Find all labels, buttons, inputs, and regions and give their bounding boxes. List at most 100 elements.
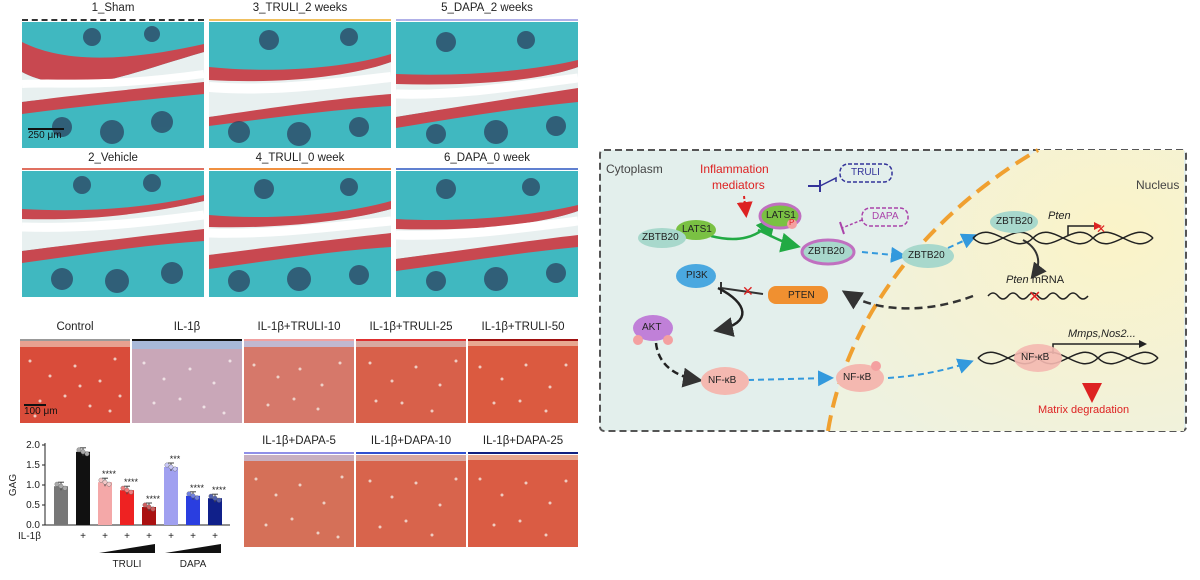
il1b-mark: + [190, 531, 196, 542]
data-point [84, 451, 90, 457]
truli-box [839, 163, 893, 183]
data-point [208, 493, 214, 499]
y-tick-label: 1.0 [26, 480, 40, 491]
zbtb20-label-3: ZBTB20 [908, 250, 945, 261]
data-point [80, 449, 86, 455]
arrow-pi3k-akt [713, 286, 744, 337]
data-point [216, 497, 222, 503]
akt-label: AKT [642, 322, 662, 333]
cartilage-label-dapa5: IL-1β+DAPA-5 [262, 435, 336, 447]
svg-text:✕: ✕ [1096, 222, 1106, 236]
arrow-to-zbtb20 [757, 228, 801, 253]
data-point [98, 477, 104, 483]
scale-bar-histology: 250 μm [28, 128, 64, 141]
lats1-p-label: LATS1 [766, 210, 796, 221]
cartilage-line [132, 339, 242, 341]
group-label-truli: TRULI [113, 559, 142, 570]
panel-line-3 [209, 19, 391, 21]
y-tick-label: 0.5 [26, 500, 40, 511]
cartilage-label-control: Control [56, 321, 94, 333]
joint-image-dapa-2w [396, 22, 578, 148]
nfkb-node-2 [836, 364, 884, 392]
cartilage-image-truli10 [244, 341, 354, 423]
il1b-mark: + [102, 531, 108, 542]
gag-chart-svg: 0.00.51.01.52.0GAG+****+****+****+***+**… [8, 440, 230, 570]
data-point [76, 447, 82, 453]
significance-label: **** [190, 483, 205, 493]
zbtb20-label-2: ZBTB20 [808, 246, 845, 257]
data-point [142, 502, 148, 508]
zbtb20-node-3 [902, 244, 954, 268]
il1b-mark: + [146, 531, 152, 542]
panel-line-1 [22, 19, 204, 21]
joint-image-truli-2w [209, 22, 391, 148]
zbtb20-node-4 [990, 211, 1038, 233]
data-point [212, 495, 218, 501]
arrow-nfkb-nucleus [747, 370, 834, 387]
pten-label: PTEN [788, 290, 815, 301]
cartilage-line [356, 452, 466, 454]
pten-node [768, 286, 828, 304]
cartilage-label-truli50: IL-1β+TRULI-50 [481, 321, 565, 333]
lats1-label: LATS1 [682, 224, 712, 235]
phospho-marker [787, 219, 797, 229]
cartilage-line [244, 339, 354, 341]
il1b-mark: + [80, 531, 86, 542]
panel-label-1: 1_Sham [91, 2, 135, 14]
il1b-mark: + [168, 531, 174, 542]
dose-triangle-truli [99, 544, 155, 553]
nfkb-label-2: NF-κB [843, 372, 872, 383]
akt-node [633, 315, 673, 341]
cartilage-image-control [20, 341, 130, 423]
data-point [54, 481, 60, 487]
bar [98, 482, 112, 525]
data-point [186, 491, 192, 497]
joint-image-vehicle [22, 171, 204, 297]
y-axis-label: GAG [8, 474, 19, 496]
svg-text:✕: ✕ [1028, 289, 1041, 306]
pathway-diagram: ✕ ✕ ✕ [598, 148, 1188, 433]
bar [120, 490, 134, 525]
mmps-label: Mmps,Nos2... [1068, 328, 1136, 340]
bar [164, 467, 178, 525]
pten-gene-label: Pten [1048, 210, 1071, 222]
data-point [58, 483, 64, 489]
panel-line-2 [22, 168, 204, 170]
cartilage-line [468, 339, 578, 341]
p-label: P [789, 218, 795, 227]
arrow-zbtb20-nucleus [861, 246, 907, 263]
cartilage-label-dapa25: IL-1β+DAPA-25 [482, 435, 564, 447]
inflammation-label: Inflammation [700, 162, 769, 176]
cartilage-line [468, 452, 578, 454]
nfkb-label-3: NF-κB [1021, 352, 1050, 363]
cartilage-label-il1b: IL-1β [173, 321, 201, 333]
truli-inhibit [819, 176, 837, 187]
zbtb20-label-4: ZBTB20 [996, 216, 1033, 227]
pathway-svg: ✕ ✕ ✕ [599, 148, 1187, 432]
cartilage-image-dapa5 [244, 455, 354, 547]
matrix-degradation-label: Matrix degradation [1038, 404, 1130, 416]
dna-strand-top [972, 231, 1154, 245]
zbtb20-label: ZBTB20 [642, 232, 679, 243]
panel-label-3: 3_TRULI_2 weeks [252, 2, 348, 14]
svg-text:✕: ✕ [742, 283, 754, 299]
cartilage-label-dapa10: IL-1β+DAPA-10 [370, 435, 452, 447]
mrna-strand [987, 292, 1089, 300]
data-point [168, 464, 174, 470]
cartilage-image-il1b [132, 341, 242, 423]
bar [186, 495, 200, 525]
joint-image-dapa-0w [396, 171, 578, 297]
panel-line-5 [396, 19, 578, 21]
data-point [120, 485, 126, 491]
il1b-mark: + [212, 531, 218, 542]
bar [142, 507, 156, 525]
cartilage-image-truli50 [468, 341, 578, 423]
zbtb20-node [638, 228, 686, 248]
cartilage-line [244, 452, 354, 454]
data-point [102, 479, 108, 485]
zbtb20-node-2 [800, 238, 856, 266]
nfkb-node-3 [1014, 344, 1062, 372]
y-tick-label: 2.0 [26, 440, 40, 451]
panel-label-4: 4_TRULI_0 week [255, 152, 345, 164]
dna-strand-bottom [977, 351, 1159, 365]
